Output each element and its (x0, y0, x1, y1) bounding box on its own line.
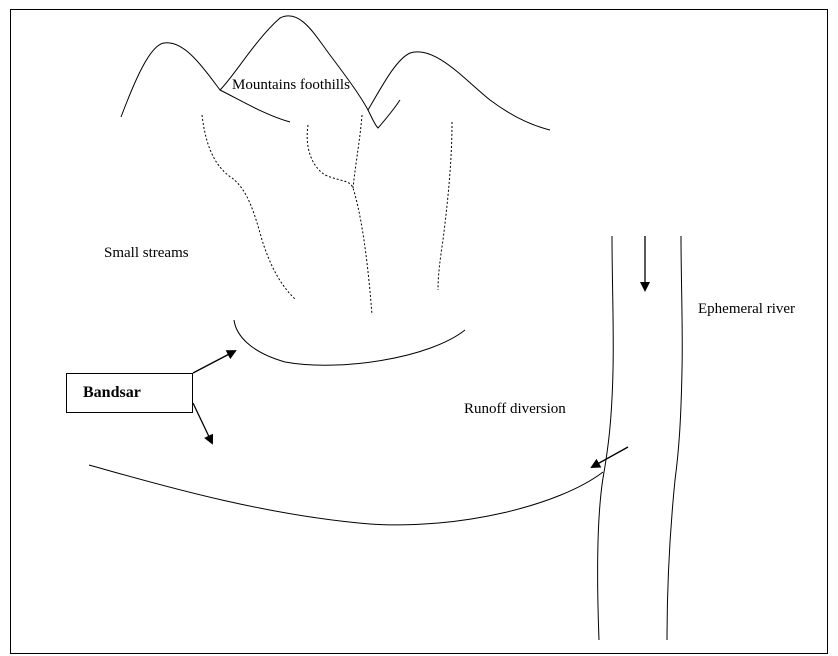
mountain-ridge (121, 16, 550, 130)
stream-3 (438, 122, 452, 290)
diversion-arrow (592, 447, 628, 467)
stream-2-branch (353, 115, 362, 188)
bandsar-box: Bandsar (66, 373, 193, 413)
upper-embankment (234, 320, 465, 365)
bandsar-to-upper-arrow (193, 351, 235, 373)
river-left-bank (598, 236, 614, 640)
lower-embankment (89, 465, 603, 525)
stream-1 (202, 115, 296, 300)
mountain-inner-slope (220, 90, 290, 122)
bandsar-to-lower-arrow (193, 403, 212, 443)
river-right-bank (667, 236, 682, 640)
label-ephemeral-river: Ephemeral river (698, 302, 795, 317)
stream-2 (307, 125, 372, 315)
label-small-streams: Small streams (104, 246, 189, 261)
bandsar-label: Bandsar (83, 384, 141, 402)
label-mountains: Mountains foothills (232, 78, 350, 93)
label-runoff-diversion: Runoff diversion (464, 402, 566, 417)
mountain-valley-notch (368, 100, 400, 128)
